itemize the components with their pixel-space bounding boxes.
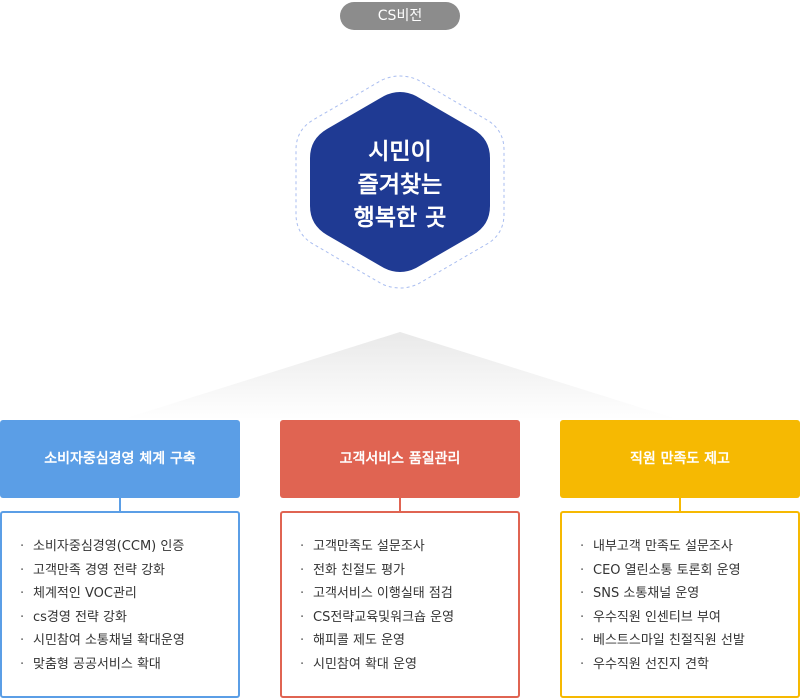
- list-item: ·베스트스마일 친절직원 선발: [580, 633, 745, 649]
- list-item: ·소비자중심경영(CCM) 인증: [20, 539, 185, 554]
- spotlight-beam: [120, 332, 680, 420]
- hexagon-outline: [295, 75, 505, 289]
- list-item: ·고객만족 경영 전략 강화: [20, 562, 165, 578]
- list-item: ·체계적인 VOC관리: [20, 586, 137, 602]
- vision-line-3: 행복한 곳: [353, 205, 447, 231]
- column-3-header: 직원 만족도 제고: [560, 420, 800, 498]
- column-3-connector: [679, 498, 681, 511]
- hexagon-fill: [310, 92, 490, 272]
- column-2-connector: [399, 498, 401, 511]
- list-item: ·SNS 소통채널 운영: [580, 586, 700, 602]
- list-item: ·맞춤형 공공서비스 확대: [20, 656, 161, 672]
- column-1-list-box: ·소비자중심경영(CCM) 인증 ·고객만족 경영 전략 강화 ·체계적인 VO…: [0, 511, 240, 698]
- column-1-connector: [119, 498, 121, 511]
- column-3-list-box: ·내부고객 만족도 설문조사 ·CEO 열린소통 토론회 운영 ·SNS 소통채…: [560, 511, 800, 698]
- cs-vision-pill: CS비전: [340, 2, 460, 30]
- column-2-header: 고객서비스 품질관리: [280, 420, 520, 498]
- list-item: ·고객만족도 설문조사: [300, 539, 425, 554]
- list-item: ·내부고객 만족도 설문조사: [580, 539, 733, 554]
- list-item: ·시민참여 확대 운영: [300, 656, 417, 672]
- vision-line-2: 즐겨찾는: [357, 172, 443, 198]
- list-item: ·CS전략교육및워크숍 운영: [300, 609, 455, 625]
- list-item: ·해피콜 제도 운영: [300, 633, 405, 649]
- list-item: ·cs경영 전략 강화: [20, 609, 127, 625]
- column-2-title: 고객서비스 품질관리: [339, 451, 461, 467]
- list-item: ·우수직원 인센티브 부여: [580, 609, 721, 625]
- column-3-title: 직원 만족도 제고: [630, 451, 730, 467]
- hexagon-shape: [295, 75, 505, 289]
- list-item: ·고객서비스 이행실태 점검: [300, 586, 453, 602]
- column-2-list-box: ·고객만족도 설문조사 ·전화 친절도 평가 ·고객서비스 이행실태 점검 ·C…: [280, 511, 520, 698]
- list-item: ·시민참여 소통채널 확대운영: [20, 633, 185, 649]
- column-1-title: 소비자중심경영 체계 구축: [44, 451, 196, 467]
- list-item: ·우수직원 선진지 견학: [580, 656, 709, 672]
- list-item: ·CEO 열린소통 토론회 운영: [580, 562, 741, 578]
- vision-line-1: 시민이: [368, 139, 432, 165]
- vision-text: 시민이 즐겨찾는 행복한 곳: [290, 136, 510, 235]
- column-1-header: 소비자중심경영 체계 구축: [0, 420, 240, 498]
- list-item: ·전화 친절도 평가: [300, 562, 405, 578]
- vision-hexagon: 시민이 즐겨찾는 행복한 곳: [290, 72, 510, 292]
